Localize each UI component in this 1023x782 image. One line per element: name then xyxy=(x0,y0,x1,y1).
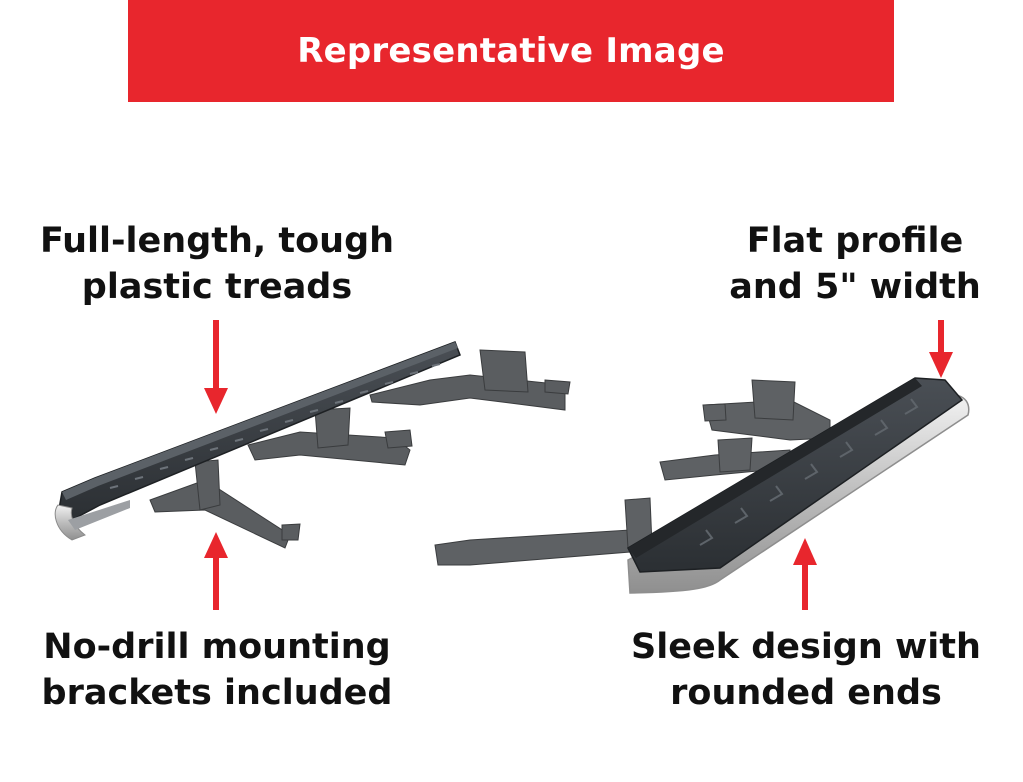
arrow-down-icon xyxy=(204,320,228,414)
left-mounting-brackets xyxy=(149,349,571,549)
callout-profile: Flat profile and 5" width xyxy=(726,218,984,310)
arrow-up-icon xyxy=(204,532,228,610)
callout-profile-line-1: Flat profile xyxy=(746,221,964,261)
callout-brackets: No-drill mounting brackets included xyxy=(30,624,404,716)
right-mounting-brackets xyxy=(434,379,831,566)
left-tread-pattern xyxy=(109,363,441,489)
representative-image-banner: Representative Image xyxy=(128,0,894,102)
callout-design: Sleek design with rounded ends xyxy=(630,624,982,716)
left-running-board xyxy=(54,341,571,549)
right-tread-pattern xyxy=(699,398,919,546)
callout-brackets-line-2: brackets included xyxy=(41,673,393,713)
callout-brackets-line-1: No-drill mounting xyxy=(43,627,391,667)
callout-design-line-1: Sleek design with xyxy=(631,627,981,667)
callout-treads: Full-length, tough plastic treads xyxy=(30,218,404,310)
callout-treads-line-1: Full-length, tough xyxy=(39,221,395,261)
arrow-icons xyxy=(204,320,953,610)
arrow-up-icon xyxy=(793,538,817,610)
right-running-board xyxy=(434,377,970,594)
banner-title: Representative Image xyxy=(297,31,725,71)
callout-design-line-2: rounded ends xyxy=(670,673,942,713)
callout-treads-line-2: plastic treads xyxy=(81,267,353,307)
callout-profile-line-2: and 5" width xyxy=(729,267,981,307)
arrow-down-icon xyxy=(929,320,953,378)
